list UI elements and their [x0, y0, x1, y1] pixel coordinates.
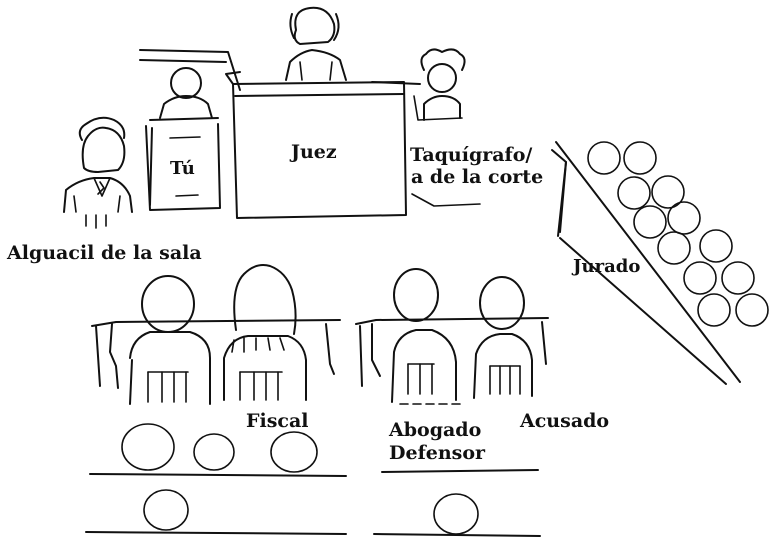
label-prosecutor: Fiscal — [246, 410, 309, 432]
prosecution-table — [91, 319, 341, 389]
jury-box — [551, 141, 741, 385]
prosecutor-figure — [223, 264, 307, 401]
court-reporter-desk — [411, 193, 481, 207]
label-you: Tú — [170, 158, 195, 179]
judge-figure — [285, 6, 347, 81]
witness-stand — [145, 117, 221, 211]
gallery-seats-right — [373, 469, 541, 537]
court-reporter-figure — [413, 48, 466, 121]
prosecutor-assistant-figure — [129, 275, 211, 405]
gallery-seats-left — [85, 423, 347, 535]
label-reporter-line1: Taquígrafo/ — [410, 144, 532, 166]
label-judge: Juez — [289, 141, 337, 163]
label-bailiff: Alguacil de la sala — [6, 242, 202, 264]
bailiff-figure — [63, 116, 133, 229]
label-defendant: Acusado — [519, 410, 609, 432]
label-defense-line2: Defensor — [389, 442, 486, 464]
label-defense-line1: Abogado — [388, 419, 481, 441]
label-reporter-line2: a de la corte — [411, 166, 543, 188]
judge-bench — [139, 49, 421, 219]
witness-figure — [159, 67, 213, 119]
juror-circles — [587, 141, 769, 327]
defense-table — [355, 317, 549, 387]
label-jury: Jurado — [571, 256, 640, 277]
defense-lawyer-figure — [391, 268, 461, 405]
defendant-figure — [473, 276, 533, 399]
